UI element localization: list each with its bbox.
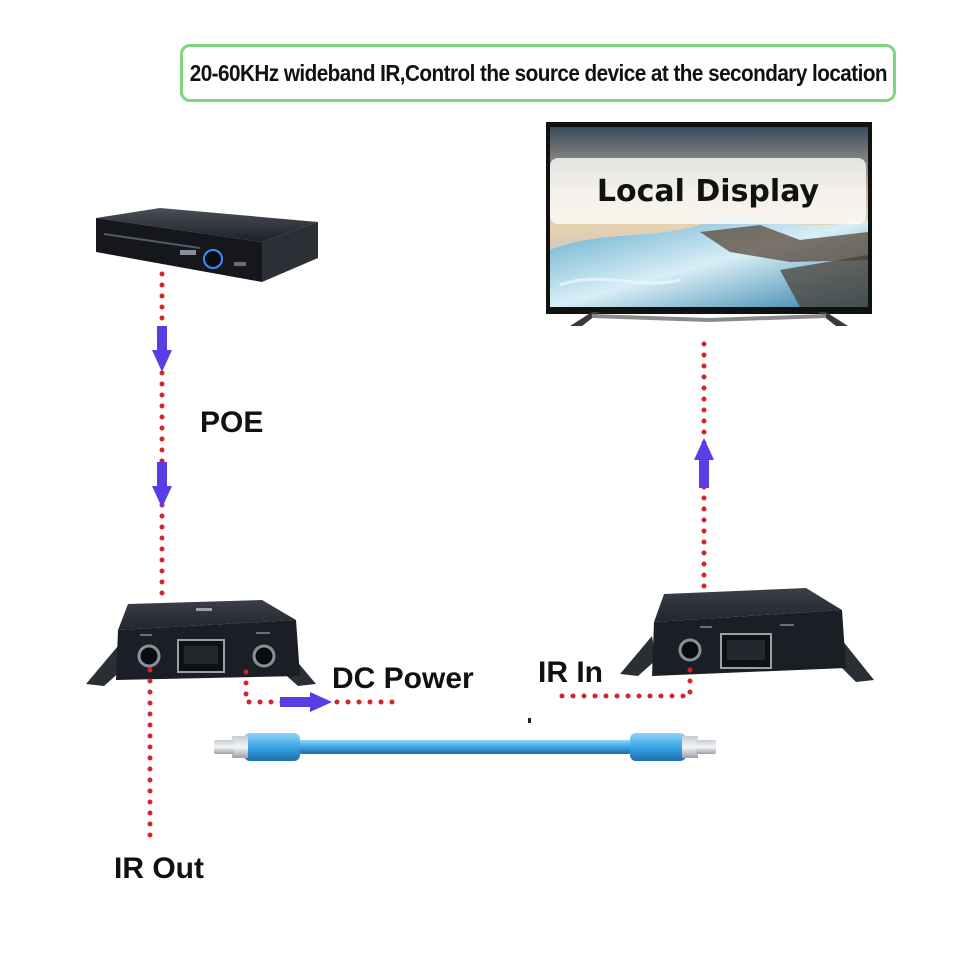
up-arrow-icon [694,438,714,488]
ir-in-line [559,663,693,699]
down-arrow-icon [152,326,172,372]
dc-power-label: DC Power [332,662,474,695]
receiver-unit [620,588,874,682]
ir-in-label: IR In [538,656,603,689]
right-arrow-icon [280,692,332,712]
transmitter-unit [86,600,316,686]
local-display-tv [546,122,872,326]
banner-text: 20-60KHz wideband IR,Control the source … [189,59,887,86]
ir-out-label: IR Out [114,852,204,885]
poe-label: POE [200,406,264,439]
down-arrow-icon [152,462,172,508]
source-device [96,208,318,282]
ethernet-cable [214,733,716,761]
dc-power-line [243,669,399,705]
display-label: Local Display [596,173,820,209]
title-banner: 20-60KHz wideband IR,Control the source … [180,44,896,102]
display-label-box: Local Display [550,158,866,224]
marker-dot [528,718,531,723]
direction-arrows [152,326,714,712]
